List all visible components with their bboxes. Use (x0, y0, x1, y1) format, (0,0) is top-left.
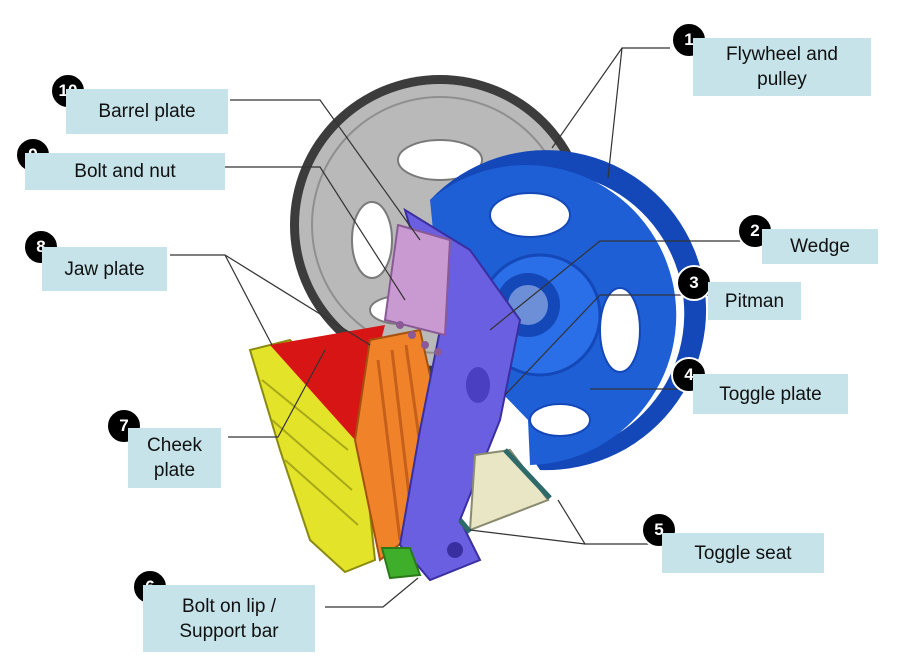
callout-label: Bolt on lip / Support bar (143, 585, 315, 652)
callout-number-badge: 5 (641, 512, 677, 548)
callout-label: Bolt and nut (25, 153, 225, 190)
pitman (398, 207, 522, 582)
callout-label: Jaw plate (42, 247, 167, 291)
leader-lines (170, 47, 762, 608)
wedge-part (270, 325, 385, 440)
callout-label: Pitman (708, 282, 801, 320)
callout-label: Cheek plate (128, 428, 221, 488)
bolt-heads (396, 321, 442, 356)
lip-support-bar (380, 547, 422, 580)
callout-label: Flywheel and pulley (693, 38, 871, 96)
toggle-seat-bar (503, 448, 552, 500)
cheek-plate (248, 338, 377, 574)
callout-label: Wedge (762, 229, 878, 264)
callout-label: Toggle seat (662, 533, 824, 573)
toggle-seat-end (458, 518, 472, 534)
callout-label: Toggle plate (693, 374, 848, 414)
callout-label: Barrel plate (66, 89, 228, 134)
toggle-plate-part (468, 448, 550, 532)
callout-number-badge: 3 (676, 265, 712, 301)
barrel-plate-part (383, 223, 452, 337)
callout-number-badge: 7 (106, 408, 142, 444)
